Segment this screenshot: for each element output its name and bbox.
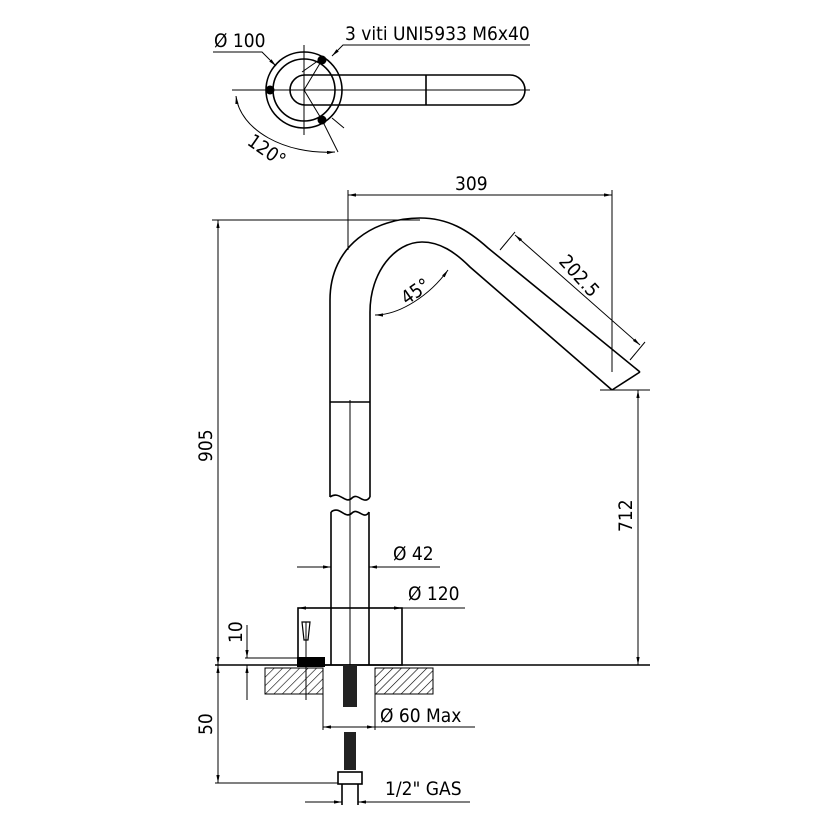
front-view: 309 905 202.5 45° 712 Ø 42 Ø 120 — [195, 173, 650, 805]
connection-label: 1/2" GAS — [385, 778, 462, 800]
angle-120-label: 120° — [243, 130, 289, 172]
break-line — [330, 509, 370, 516]
width-309-label: 309 — [455, 173, 488, 195]
break-line — [329, 494, 371, 501]
connection-nut — [337, 771, 363, 785]
threaded-rod — [343, 665, 357, 707]
screws-label: 3 viti UNI5933 M6x40 — [345, 23, 530, 45]
threaded-rod — [344, 732, 356, 770]
height-905-label: 905 — [195, 429, 217, 462]
base-diameter-label: Ø 120 — [408, 583, 460, 605]
counter-section — [264, 667, 324, 695]
bend-angle-label: 45° — [397, 274, 434, 309]
faucet-outer-contour — [329, 217, 641, 497]
spout-top-outline — [289, 74, 526, 106]
hole-diameter-label: Ø 60 Max — [380, 705, 461, 727]
screw-hole — [265, 85, 275, 95]
fixing-clamp — [297, 657, 325, 667]
faucet-inner-contour — [369, 241, 613, 497]
pipe-diameter-label: Ø 42 — [393, 543, 434, 565]
spout-height-label: 712 — [615, 499, 637, 532]
top-view: Ø 100 3 viti UNI5933 M6x40 120° — [213, 23, 530, 172]
screw-hole — [317, 55, 327, 65]
top-diameter-label: Ø 100 — [214, 30, 266, 52]
counter-section — [374, 667, 434, 695]
base-height-label: 10 — [225, 621, 247, 643]
counter-thickness-label: 50 — [195, 713, 217, 735]
spout-outlet — [611, 371, 641, 391]
